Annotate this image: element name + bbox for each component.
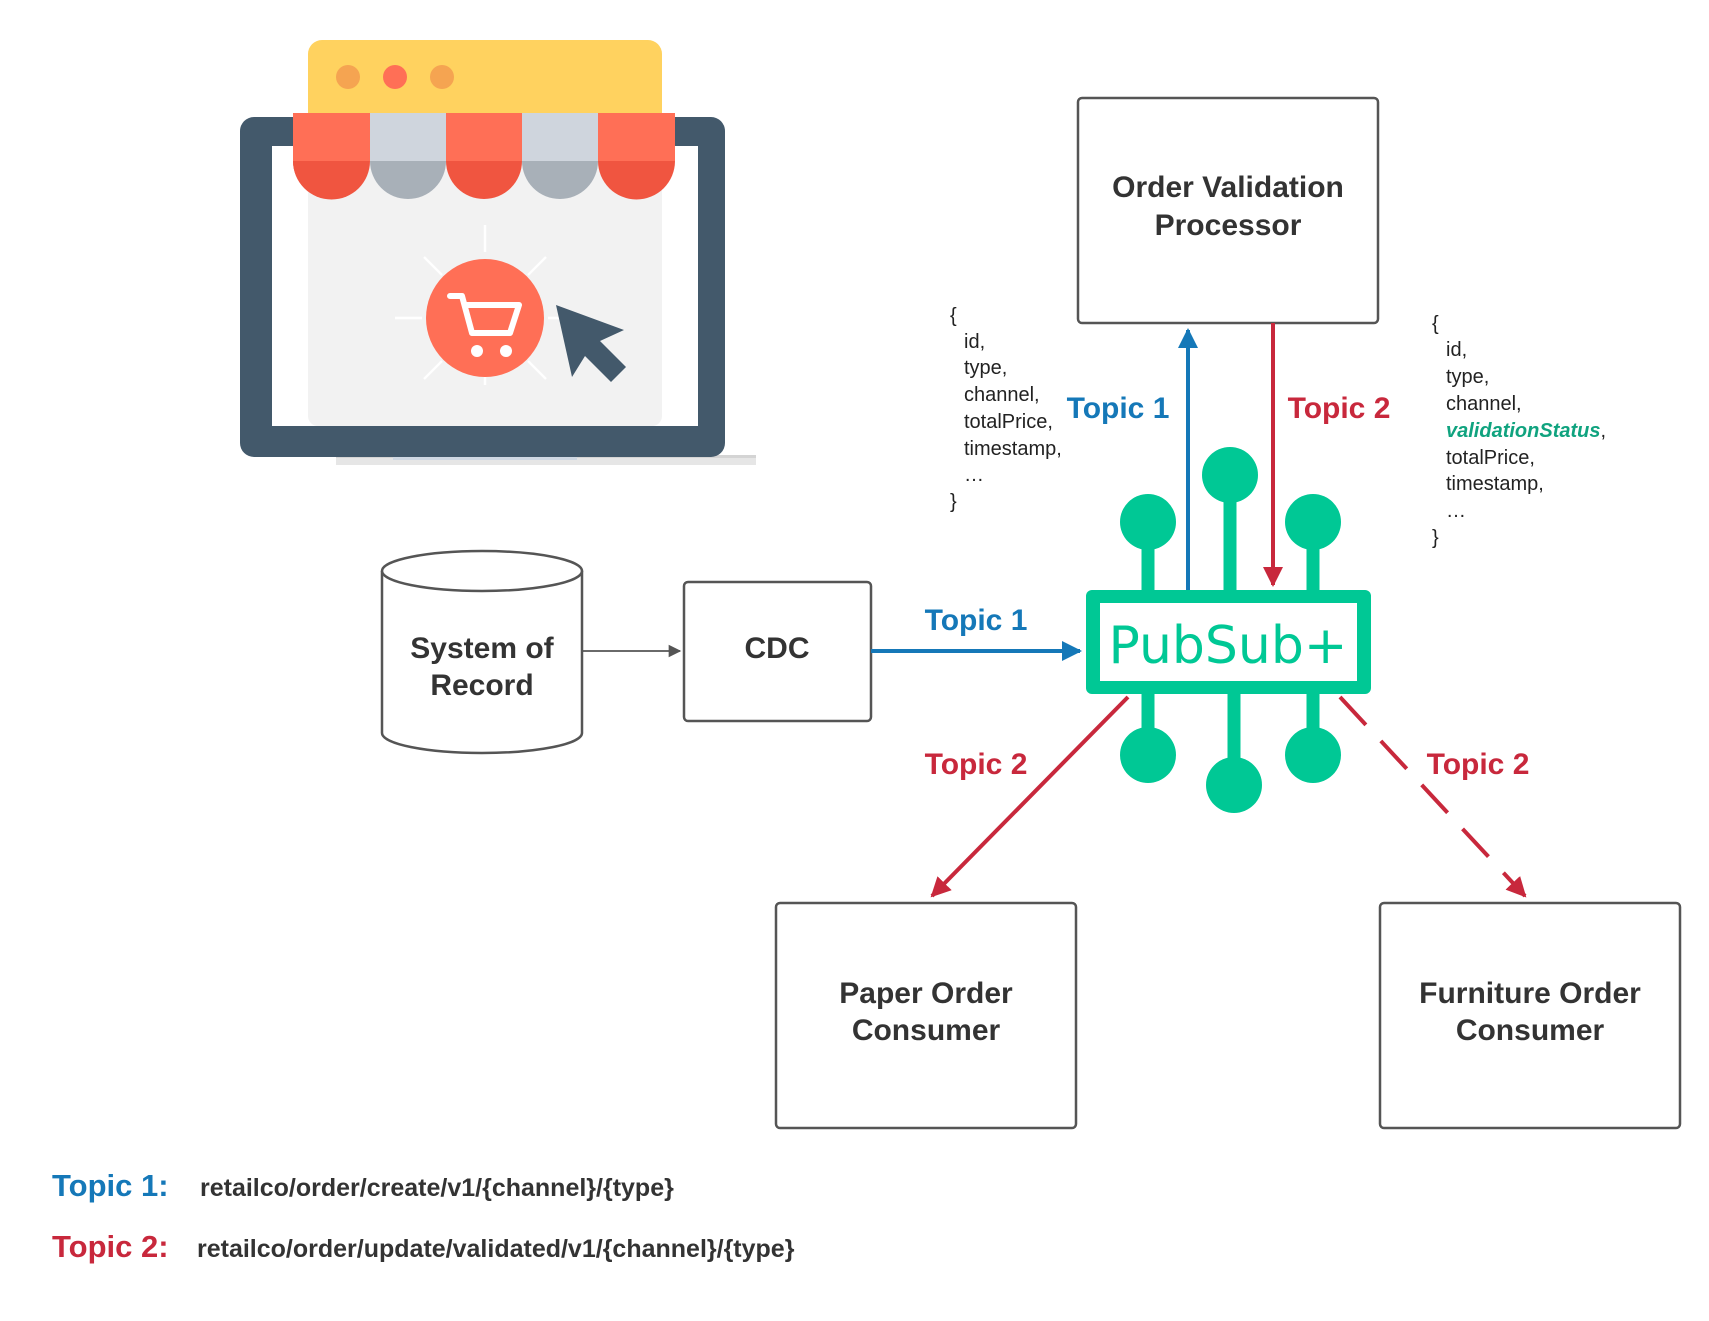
paper-consumer-label-line-2: Consumer <box>852 1014 1001 1047</box>
validator-to-broker-topic-label: Topic 2 <box>1288 392 1391 425</box>
furniture-consumer-label-line-2: Consumer <box>1456 1014 1605 1047</box>
payload-line: … <box>1446 500 1466 522</box>
cdc-to-broker-topic-label: Topic 1 <box>925 604 1028 637</box>
topic1-payload: { id, type, channel, totalPrice, timesta… <box>950 305 1062 513</box>
broker-to-paper-topic-label: Topic 2 <box>925 748 1028 781</box>
payload-line: type, <box>964 357 1007 379</box>
broker-to-paper-arrow <box>930 695 1130 898</box>
cdc-label: CDC <box>745 632 810 665</box>
payload-line: } <box>950 491 957 513</box>
payload-line: channel, <box>1446 393 1522 415</box>
payload-line: id, <box>1446 339 1467 361</box>
topic2-payload: { id, type, channel, validationStatus, t… <box>1432 313 1606 549</box>
payload-line: type, <box>1446 366 1489 388</box>
payload-highlight-line: validationStatus, <box>1446 420 1606 442</box>
broker-to-validator-topic-label: Topic 1 <box>1067 392 1170 425</box>
cdc-node: CDC <box>682 580 873 723</box>
furniture-consumer-label-line-1: Furniture Order <box>1419 977 1641 1010</box>
pubsub-logo-text: PubSub+ <box>1109 616 1348 676</box>
payload-line: timestamp, <box>1446 473 1544 495</box>
paper-order-consumer-node: Paper Order Consumer <box>774 901 1078 1130</box>
payload-line: channel, <box>964 384 1040 406</box>
shopping-cart-icon <box>395 225 575 385</box>
awning <box>293 113 675 200</box>
legend-topic1-key: Topic 1: <box>52 1168 169 1203</box>
payload-line: } <box>1432 527 1439 549</box>
payload-line: totalPrice, <box>1446 447 1535 469</box>
mouse-cursor-icon <box>556 305 626 382</box>
broker-to-furniture-topic-label: Topic 2 <box>1427 748 1530 781</box>
legend-topic2-value: retailco/order/update/validated/v1/{chan… <box>197 1235 795 1263</box>
furniture-order-consumer-node: Furniture Order Consumer <box>1378 901 1682 1130</box>
system-of-record-label-line-1: System of <box>410 632 554 665</box>
payload-line: { <box>950 305 957 327</box>
storefront-computer-icon <box>240 40 756 465</box>
topic-legend: Topic 1: retailco/order/create/v1/{chann… <box>52 1168 795 1264</box>
validation-status-comma: , <box>1600 420 1606 442</box>
legend-topic2-key: Topic 2: <box>52 1229 169 1264</box>
payload-line: totalPrice, <box>964 411 1053 433</box>
broker-to-furniture-arrow <box>1338 695 1527 898</box>
payload-line: … <box>964 464 984 486</box>
validation-status-field: validationStatus <box>1446 420 1600 442</box>
system-of-record-label-line-2: Record <box>430 669 533 702</box>
legend-topic1-value: retailco/order/create/v1/{channel}/{type… <box>200 1174 674 1202</box>
paper-consumer-label-line-1: Paper Order <box>839 977 1013 1010</box>
system-of-record-node: System of Record <box>380 549 584 755</box>
validator-label-line-1: Order Validation <box>1112 171 1344 204</box>
payload-line: id, <box>964 331 985 353</box>
validator-label-line-2: Processor <box>1155 209 1302 242</box>
payload-line: timestamp, <box>964 438 1062 460</box>
order-validation-processor-node: Order Validation Processor <box>1076 96 1380 325</box>
payload-line: { <box>1432 313 1439 335</box>
pubsub-broker-logo: PubSub+ <box>1086 447 1371 813</box>
